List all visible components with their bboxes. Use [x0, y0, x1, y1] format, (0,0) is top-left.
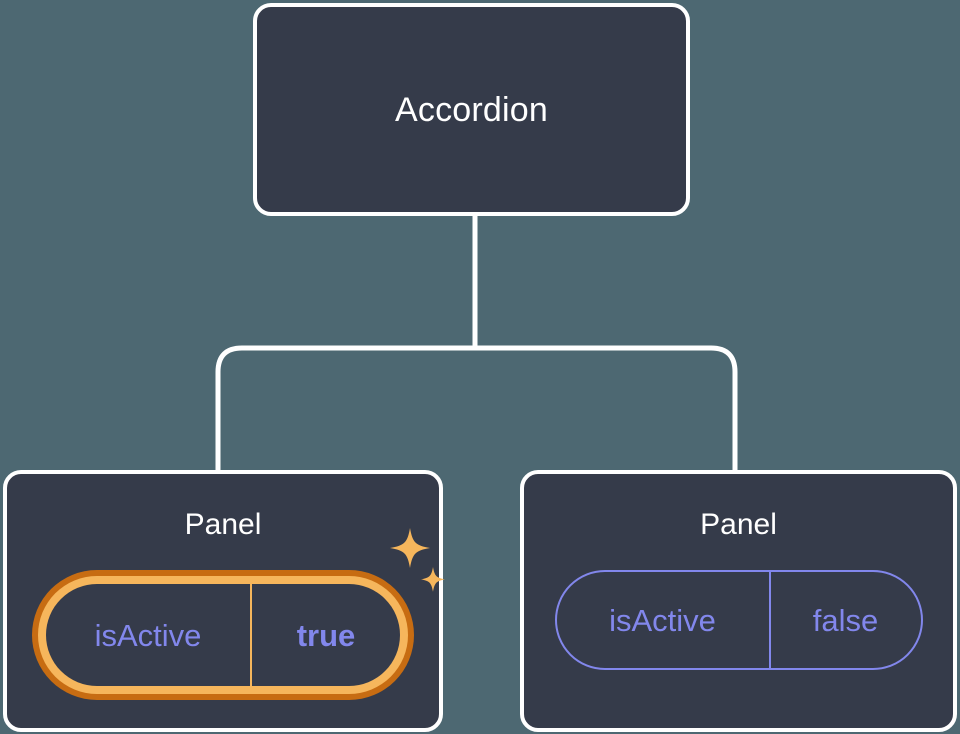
prop-pill-active-wrap: isActive true	[32, 528, 445, 700]
prop-pill-inactive-wrap: isActive false	[554, 570, 923, 670]
sparkle-large-icon	[390, 528, 430, 568]
prop-pill-inactive[interactable]: isActive false	[554, 570, 923, 670]
node-panel-inactive[interactable]: Panel isActive false	[520, 470, 957, 732]
node-accordion-label: Accordion	[395, 90, 548, 129]
edge-to-panel-right	[475, 345, 738, 470]
prop-pill-highlight-ring-inner: isActive true	[38, 576, 408, 694]
prop-value-false: false	[812, 602, 879, 638]
node-panel-inactive-label: Panel	[700, 508, 777, 541]
prop-value-true: true	[296, 617, 356, 653]
sparkle-small-icon	[421, 567, 445, 592]
prop-pill-highlight-ring: isActive true	[32, 570, 414, 700]
node-panel-active-label: Panel	[184, 508, 262, 541]
prop-pill-active[interactable]: isActive true	[46, 584, 400, 686]
sparkle-icon	[390, 528, 445, 592]
edge-to-panel-left	[215, 345, 475, 470]
prop-key-isactive-inactive: isActive	[557, 572, 771, 668]
node-accordion[interactable]: Accordion	[253, 3, 690, 216]
node-panel-active[interactable]: Panel isActive true	[3, 470, 445, 732]
prop-key-isactive-active: isActive	[46, 584, 252, 686]
